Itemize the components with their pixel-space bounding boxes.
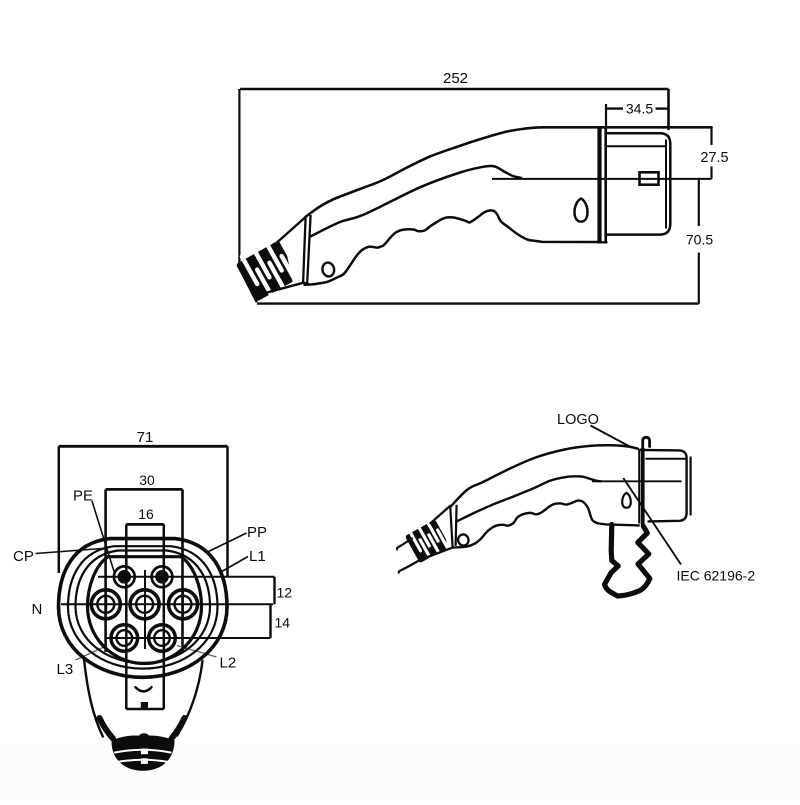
svg-text:27.5: 27.5 [700, 150, 728, 166]
svg-text:12: 12 [277, 585, 293, 601]
svg-text:PE: PE [73, 488, 93, 505]
svg-text:L3: L3 [57, 661, 74, 678]
svg-text:30: 30 [139, 472, 155, 488]
svg-text:L2: L2 [220, 655, 237, 672]
svg-text:N: N [32, 601, 43, 618]
svg-text:IEC 62196-2: IEC 62196-2 [677, 568, 756, 584]
svg-text:16: 16 [138, 506, 154, 522]
svg-text:PP: PP [247, 524, 267, 541]
svg-text:34.5: 34.5 [626, 101, 653, 117]
svg-text:252: 252 [443, 70, 468, 87]
svg-text:71: 71 [137, 429, 154, 446]
svg-text:CP: CP [13, 548, 34, 565]
svg-text:70.5: 70.5 [686, 232, 713, 248]
svg-text:LOGO: LOGO [557, 412, 599, 428]
svg-text:L1: L1 [249, 548, 266, 565]
svg-text:14: 14 [275, 615, 291, 631]
